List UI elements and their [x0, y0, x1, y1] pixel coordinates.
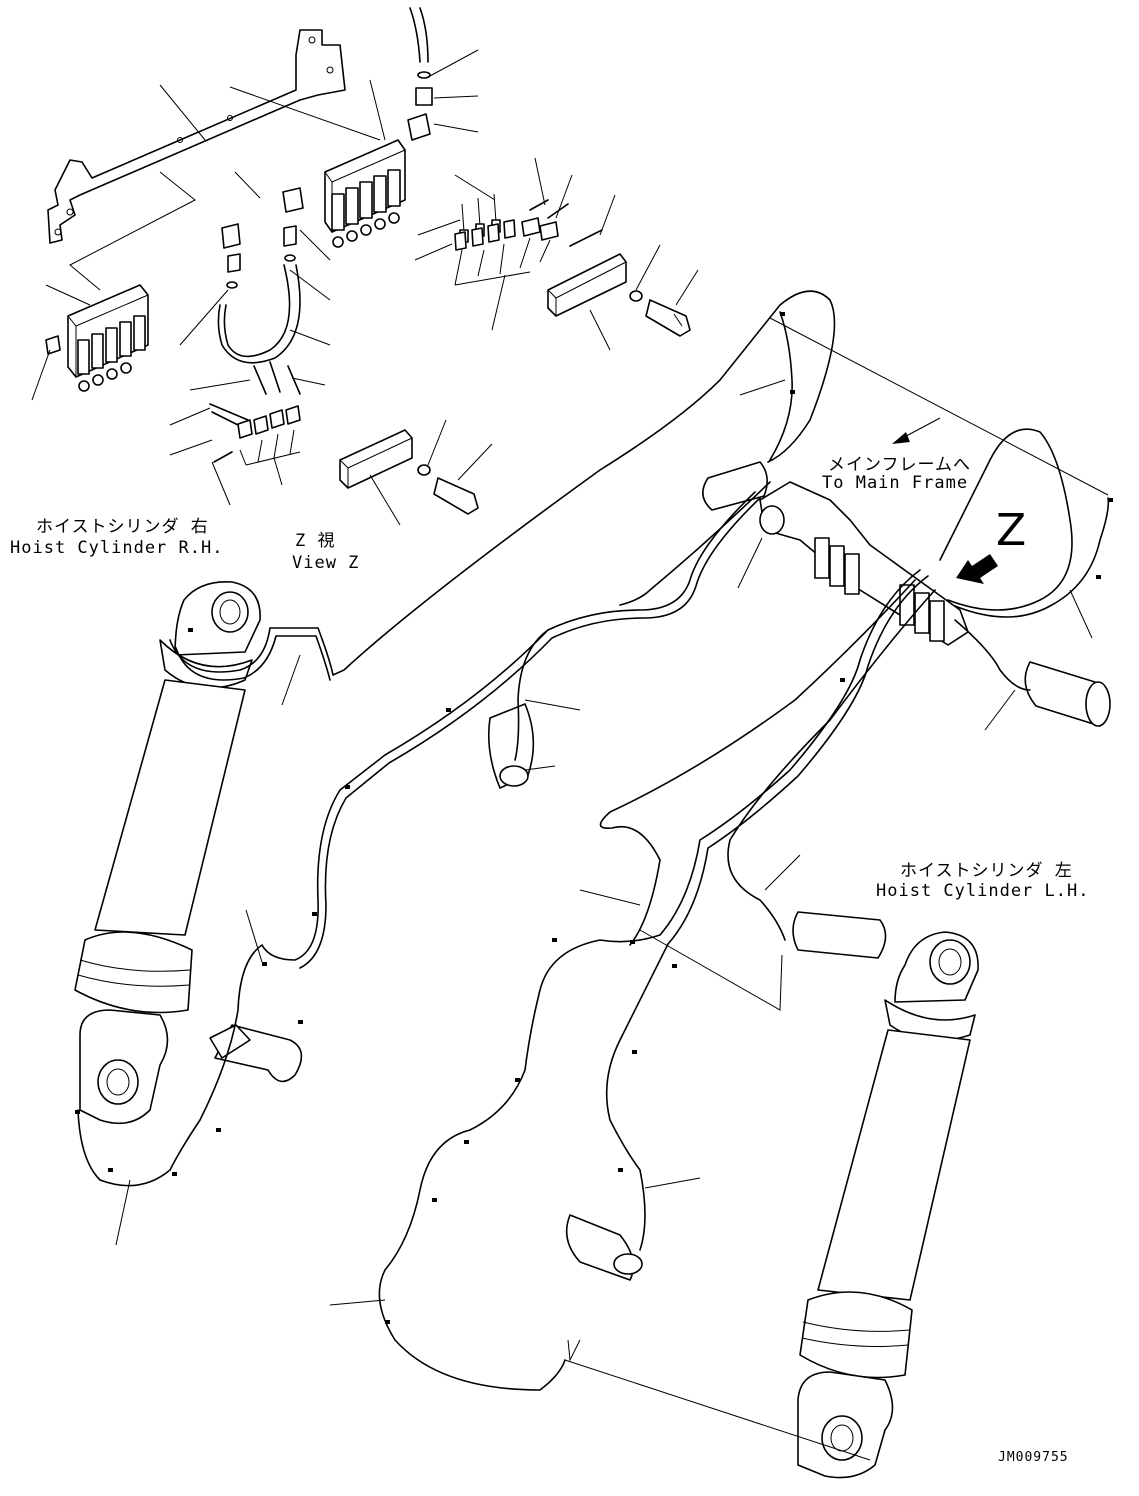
hose-clamps [75, 312, 1113, 1324]
label-main-frame-en: To Main Frame [822, 473, 969, 493]
label-view-z-jp: Z 視 [295, 531, 336, 551]
filled-arrow-icon [956, 554, 998, 584]
label-hoist-lh-jp: ホイストシリンダ 左 [900, 861, 1073, 881]
clamp-plate-right [547, 253, 627, 317]
clamp-plate-left [339, 429, 413, 489]
fitting-group-right [454, 193, 603, 286]
arrow-down-left-icon [892, 417, 941, 444]
pins [487, 461, 1111, 1281]
label-view-z-en: View Z [292, 553, 360, 573]
bolt-left [433, 477, 479, 515]
label-main-frame-jp: メインフレームへ [828, 455, 971, 475]
label-hoist-lh-en: Hoist Cylinder L.H. [876, 881, 1090, 901]
hoist-cylinder-rh [74, 581, 303, 1125]
label-z-marker: Z [996, 505, 1027, 556]
drawing-code: JM009755 [998, 1450, 1069, 1465]
hose-routing [77, 290, 1110, 1391]
label-hoist-rh-en: Hoist Cylinder R.H. [10, 538, 224, 558]
reference-lines [564, 317, 1109, 1461]
mounting-bracket [47, 29, 346, 244]
manifold-block-lower [45, 284, 149, 392]
label-hoist-rh-jp: ホイストシリンダ 右 [36, 517, 209, 537]
fitting-group-left [209, 361, 301, 466]
center-manifold-assembly [759, 481, 969, 646]
hoist-cylinder-lh [797, 931, 979, 1479]
manifold-block-upper [324, 139, 406, 248]
view-z-exploded [31, 7, 699, 526]
bolt-right [645, 299, 691, 337]
